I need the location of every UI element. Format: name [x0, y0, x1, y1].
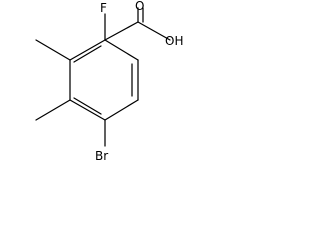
benzene-ring: [69, 39, 139, 121]
bromine-label: Br: [95, 149, 108, 163]
ring-bond-c1-c2: [69, 39, 106, 61]
ring-bond-c4-c5: [104, 99, 139, 121]
ring-bond-c3-c4: [69, 99, 106, 121]
ring-bond-c1-c2-inner: [73, 45, 102, 63]
ring-bond-c3-c4-inner: [73, 97, 102, 115]
structure-canvas: F O OH Br: [0, 0, 195, 177]
fluorine-label: F: [100, 1, 107, 15]
chemical-structure-diagram: F O OH Br: [35, 0, 183, 163]
bond-to-methyl-upper: [35, 39, 71, 61]
hydroxyl-label: OH: [165, 34, 183, 48]
bond-ring-to-carboxyl-carbon: [104, 21, 139, 41]
substituents: [35, 7, 171, 147]
bond-to-methyl-lower: [35, 99, 71, 121]
carbonyl-oxygen-label: O: [135, 0, 144, 13]
atom-labels: F O OH Br: [95, 0, 183, 163]
bond-to-hydroxyl: [137, 21, 171, 41]
ring-bond-c6-c1: [104, 39, 139, 61]
